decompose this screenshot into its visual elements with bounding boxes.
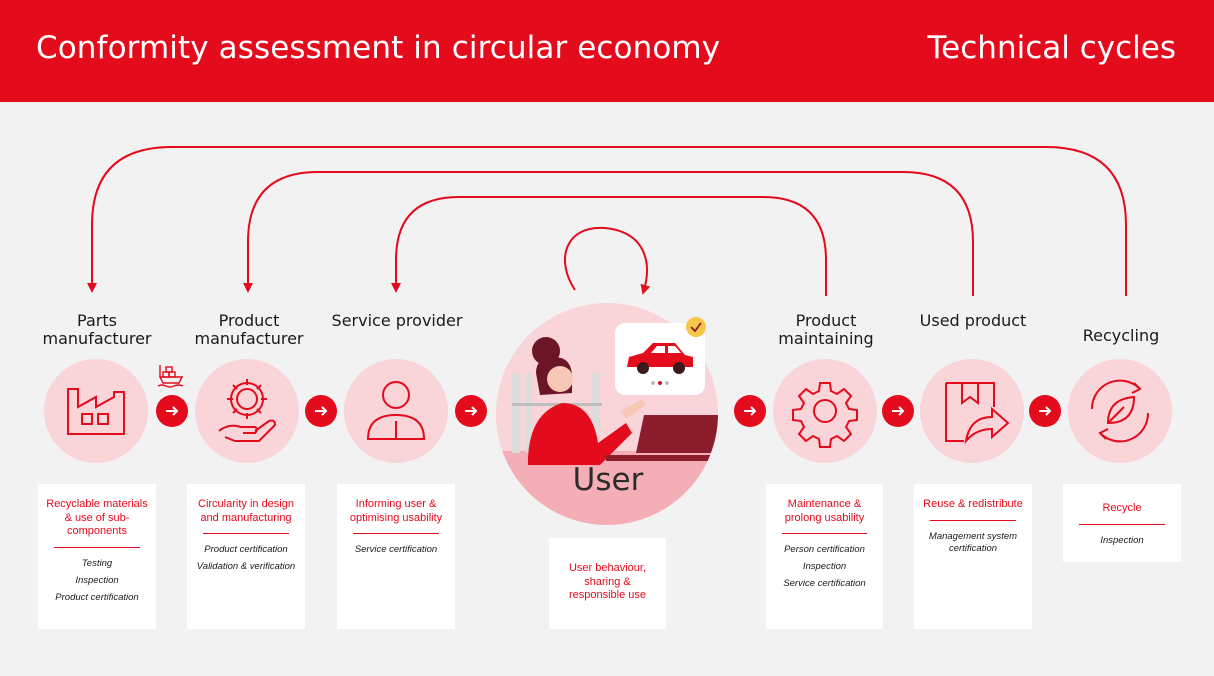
person-icon xyxy=(366,381,426,440)
arrow-right-icon xyxy=(166,406,179,416)
stage-label-product-manufacturer: Product manufacturer xyxy=(194,311,304,348)
card-service-provider: Informing user & optimising usability Se… xyxy=(337,484,455,629)
arrow-right-icon xyxy=(744,406,757,416)
page-subtitle: Technical cycles xyxy=(927,30,1176,66)
card-item: Validation & verification xyxy=(196,561,296,572)
card-user: User behaviour, sharing & responsible us… xyxy=(549,538,666,629)
gear-icon xyxy=(792,382,858,448)
flow-arrow-4 xyxy=(734,395,766,427)
stage-circle-service-provider xyxy=(344,359,448,463)
card-item: Inspection xyxy=(75,574,119,586)
card-divider xyxy=(54,546,140,548)
card-divider xyxy=(930,519,1016,521)
cycle-arcs xyxy=(87,146,1127,296)
flow-arrow-5 xyxy=(882,395,914,427)
card-recycling: Recycle Inspection xyxy=(1063,484,1181,562)
stage-circle-recycling xyxy=(1068,359,1172,463)
arc-maintaining-to-service xyxy=(391,196,827,296)
stage-circle-used-product xyxy=(920,359,1024,463)
header-banner: Conformity assessment in circular econom… xyxy=(0,0,1214,102)
card-heading: Recyclable materials & use of sub-compon… xyxy=(46,498,148,537)
card-divider xyxy=(1079,523,1165,525)
stage-circle-product-manufacturer xyxy=(195,359,299,463)
arc-user-loop xyxy=(564,226,651,295)
factory-icon xyxy=(67,388,125,435)
card-item: Service certification xyxy=(354,544,438,555)
flow-arrow-2 xyxy=(305,395,337,427)
card-item: Person certification xyxy=(784,544,865,555)
card-product-maintaining: Maintenance & prolong usability Person c… xyxy=(766,484,883,629)
flow-arrow-1 xyxy=(156,395,188,427)
card-item: Testing xyxy=(81,557,113,569)
arc-used-to-product xyxy=(243,171,974,296)
card-heading: Recycle xyxy=(1102,502,1142,514)
card-divider xyxy=(203,533,289,534)
stage-label-parts-manufacturer: Parts manufacturer xyxy=(42,311,152,348)
stage-circle-product-maintaining xyxy=(773,359,877,463)
user-illustration xyxy=(512,337,718,465)
arrow-right-icon xyxy=(315,406,328,416)
flow-arrow-3 xyxy=(455,395,487,427)
stage-label-recycling: Recycling xyxy=(1082,326,1160,345)
card-heading: Informing user & optimising usability xyxy=(349,498,443,524)
arrow-right-icon xyxy=(892,406,905,416)
card-parts-manufacturer: Recyclable materials & use of sub-compon… xyxy=(38,484,156,629)
flow-arrow-6 xyxy=(1029,395,1061,427)
card-item: Product certification xyxy=(204,544,288,555)
card-item: Product certification xyxy=(55,591,139,603)
ship-icon xyxy=(157,365,184,388)
check-badge-icon xyxy=(686,317,706,337)
card-item: Service certification xyxy=(783,578,866,589)
card-divider xyxy=(782,533,867,534)
arrow-right-icon xyxy=(1039,406,1052,416)
stage-label-product-maintaining: Product maintaining xyxy=(778,311,874,348)
gear-hand-icon xyxy=(218,379,277,442)
arrow-right-icon xyxy=(465,406,478,416)
card-item: Inspection xyxy=(1100,534,1144,546)
card-item: Inspection xyxy=(802,561,847,572)
stage-label-used-product: Used product xyxy=(919,311,1027,330)
recycle-leaf-icon xyxy=(1090,379,1150,443)
page-title: Conformity assessment in circular econom… xyxy=(36,30,721,66)
card-heading: Maintenance & prolong usability xyxy=(784,498,865,524)
card-heading: User behaviour, sharing & responsible us… xyxy=(568,562,647,601)
card-heading: Circularity in design and manufacturing xyxy=(198,498,294,524)
stage-label-service-provider: Service provider xyxy=(331,311,463,330)
car-icon xyxy=(627,343,693,385)
card-product-manufacturer: Circularity in design and manufacturing … xyxy=(187,484,305,629)
box-redistribute-icon xyxy=(945,382,1010,445)
card-divider xyxy=(353,533,439,534)
stage-circle-parts-manufacturer xyxy=(44,359,148,463)
card-item: Management system certification xyxy=(928,530,1018,554)
user-label: User xyxy=(572,462,644,498)
card-used-product: Reuse & redistribute Management system c… xyxy=(914,484,1032,629)
card-heading: Reuse & redistribute xyxy=(923,498,1023,510)
arc-recycling-to-parts xyxy=(87,146,1127,296)
